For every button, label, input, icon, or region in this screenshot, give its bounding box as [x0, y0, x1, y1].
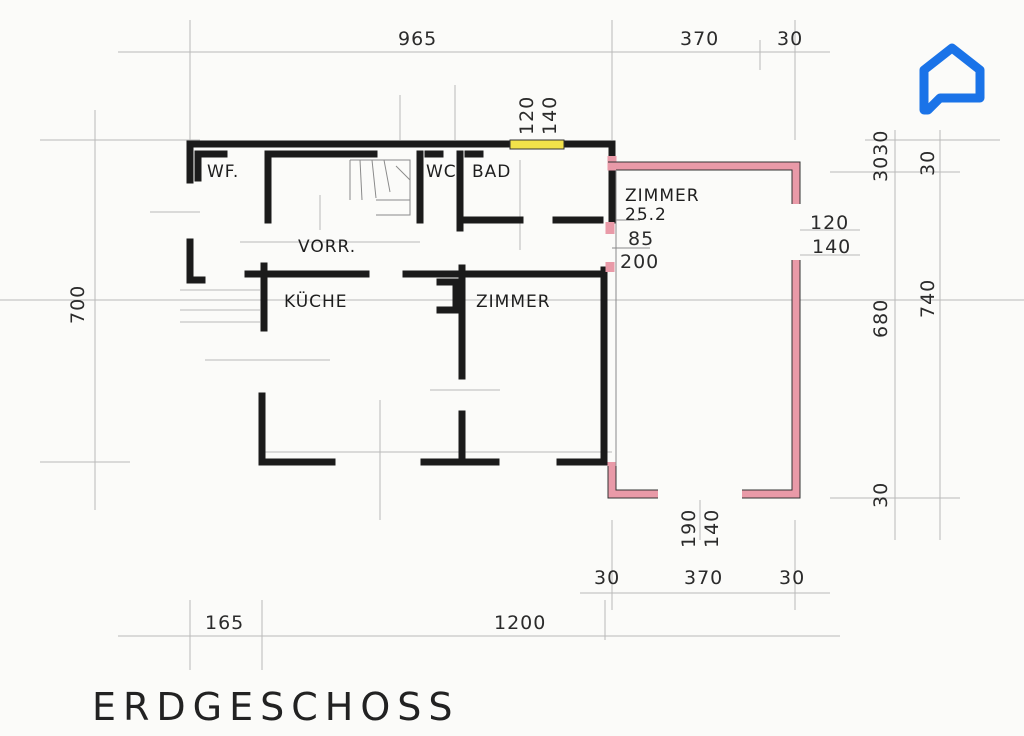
dim-bottom-140: 140: [701, 509, 723, 548]
dimension-labels: 965 370 30 120 140 700 3030 30 120 140 6…: [67, 28, 939, 634]
room-label-wc: WC: [426, 162, 457, 182]
dimension-lines: [0, 20, 1024, 670]
dim-right-680: 680: [870, 299, 892, 338]
dim-right-120: 120: [810, 212, 849, 234]
dim-right-30-top: 30: [917, 150, 939, 176]
dim-base-1200: 1200: [494, 612, 546, 634]
dim-bottom-30-right: 30: [779, 567, 805, 589]
room-label-bad: BAD: [472, 162, 511, 182]
dim-top-965: 965: [398, 28, 437, 50]
new-walls: [605, 156, 801, 499]
dim-bottom-370: 370: [684, 567, 723, 589]
new-wall-outlines: [607, 161, 801, 499]
dim-bottom-30-left: 30: [594, 567, 620, 589]
dim-right-140: 140: [812, 236, 851, 258]
dim-right-740: 740: [917, 279, 939, 318]
dim-inner-85: 85: [628, 228, 654, 250]
room-labels: WF. WC BAD VORR. KÜCHE ZIMMER ZIMMER 25.…: [207, 162, 700, 312]
plan-title: ERDGESCHOSS: [92, 685, 460, 729]
room-label-wf: WF.: [207, 162, 239, 182]
room-label-vorr: VORR.: [298, 237, 356, 257]
house-logo-icon[interactable]: [919, 43, 985, 115]
staircase: [349, 159, 411, 216]
existing-walls: [186, 140, 616, 466]
room-label-zimmer-large: ZIMMER: [625, 186, 700, 206]
dim-inner-200: 200: [620, 251, 659, 273]
dim-bottom-190: 190: [678, 509, 700, 548]
room-label-kueche: KÜCHE: [284, 290, 348, 312]
window-highlight: [509, 139, 565, 150]
dim-top-370: 370: [680, 28, 719, 50]
dim-window-120: 120: [516, 96, 538, 135]
dim-left-700: 700: [67, 285, 89, 324]
dim-right-30-bottom: 30: [870, 482, 892, 508]
dim-top-30: 30: [777, 28, 803, 50]
dim-right-3030: 3030: [870, 130, 892, 182]
room-area-zimmer-large: 25.2: [625, 205, 667, 225]
room-label-zimmer-small: ZIMMER: [476, 292, 551, 312]
dim-base-165: 165: [205, 612, 244, 634]
dim-window-140: 140: [539, 96, 561, 135]
